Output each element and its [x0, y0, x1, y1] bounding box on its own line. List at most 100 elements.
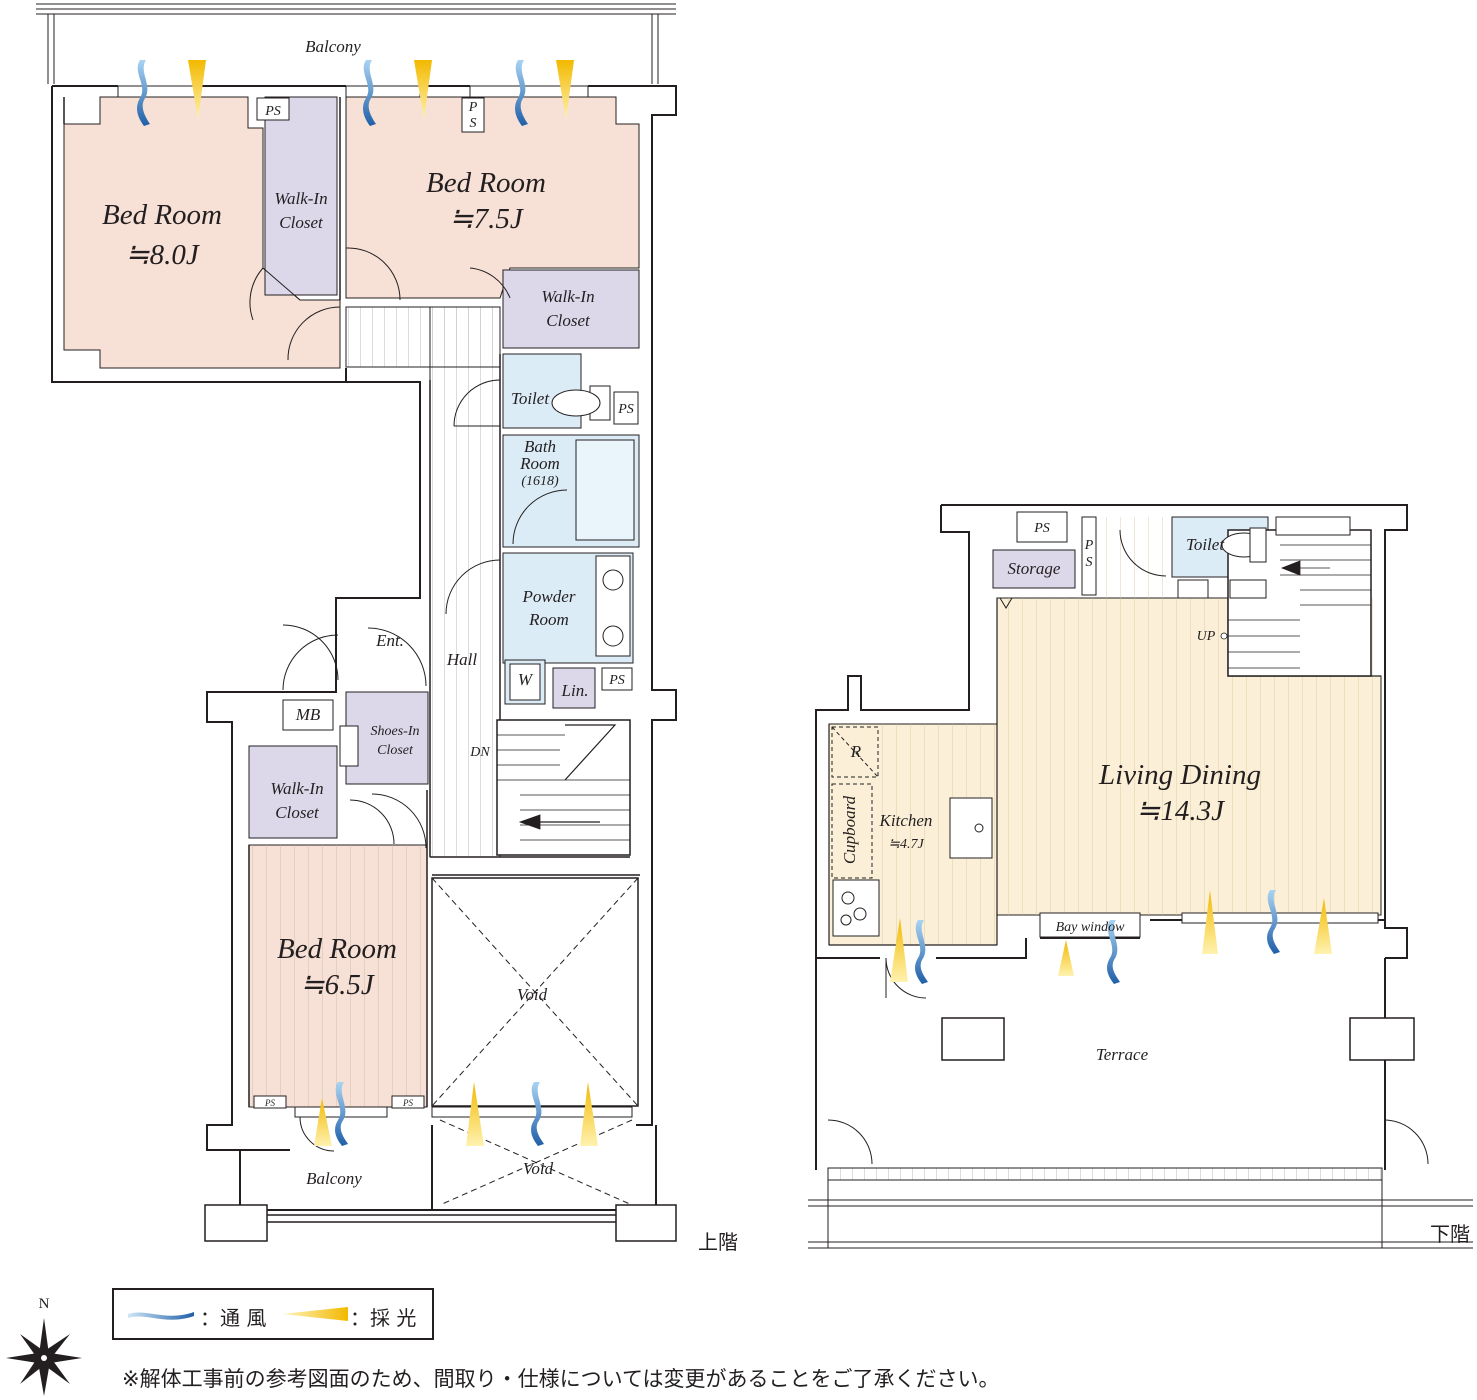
- ventilation-icon: [515, 60, 528, 126]
- ps-label: PS: [264, 104, 281, 119]
- daylight-icon: [282, 1307, 348, 1321]
- kitchen-size: ≒4.7J: [888, 837, 924, 852]
- legend-daylight-label: ：採 光: [350, 1306, 417, 1330]
- daylight-icons: [188, 60, 1332, 1146]
- lower-doors: [827, 529, 1429, 1165]
- bedroom-3-size: ≒6.5J: [300, 969, 375, 1001]
- bedroom-2-area: [345, 96, 640, 299]
- ps-label: S: [470, 116, 477, 131]
- daylight-icon: [1058, 940, 1074, 976]
- ps-label: S: [1086, 555, 1093, 570]
- powder-fixtures: [509, 555, 631, 701]
- wic-1-label: Walk-In: [274, 189, 327, 208]
- ventilation-icon: [531, 1082, 544, 1146]
- hall-lower: [1100, 517, 1170, 598]
- ventilation-icon: [915, 920, 928, 984]
- daylight-icon: [890, 918, 908, 982]
- wic-3-area: [248, 745, 338, 839]
- cupboard-label: Cupboard: [840, 795, 859, 864]
- daylight-icon: [314, 1098, 332, 1146]
- upper-floor-label: 上階: [698, 1230, 738, 1254]
- terrace-label: Terrace: [1096, 1045, 1149, 1064]
- upper-stairs: [497, 724, 630, 841]
- up-label: UP: [1197, 629, 1216, 644]
- lower-floor-label: 下階: [1430, 1222, 1470, 1246]
- bedroom-1-size: ≒8.0J: [125, 239, 200, 271]
- shoes-closet-area: [345, 691, 429, 785]
- linen-label: Lin.: [561, 681, 589, 700]
- terrace: [808, 1017, 1473, 1249]
- daylight-icon: [580, 1082, 598, 1146]
- void-label: Void: [517, 985, 548, 1004]
- void-label-2: Void: [523, 1159, 554, 1178]
- upper-ps-boxes: [253, 97, 639, 1109]
- wic-2-area: [502, 269, 640, 349]
- ventilation-icon: [137, 60, 150, 126]
- balcony-bottom-label: Balcony: [306, 1169, 362, 1188]
- compass-icon: N: [6, 1296, 82, 1396]
- upper-walls: [51, 85, 677, 1211]
- wic-3-label: Walk-In: [270, 779, 323, 798]
- ventilation-icon: [363, 60, 376, 126]
- daylight-icon: [466, 1082, 484, 1146]
- toilet-label: Toilet: [1186, 535, 1225, 554]
- stair-upper: [496, 719, 631, 856]
- ventilation-icon: [128, 1312, 194, 1320]
- bath-label-2: Room: [519, 454, 560, 473]
- down-label: DN: [469, 745, 490, 760]
- bay-window: [1039, 912, 1379, 938]
- bath-size-label: (1618): [521, 474, 559, 489]
- disclaimer-note: ※解体工事前の参考図面のため、間取り・仕様については変更があることをご了承くださ…: [122, 1367, 1000, 1391]
- upper-labels: Balcony Bed Room ≒8.0J Bed Room ≒7.5J Wa…: [102, 37, 634, 1188]
- ps-label: P: [1084, 538, 1094, 553]
- ps-label: P: [468, 100, 478, 115]
- ps-label: PS: [264, 1098, 275, 1108]
- linen-area: [552, 667, 596, 709]
- powder-label-2: Room: [528, 610, 569, 629]
- lower-labels: PS P S Storage Toilet UP R Cupboard Kitc…: [840, 521, 1261, 1064]
- kitchen-label: Kitchen: [879, 811, 933, 830]
- balcony-bottom-posts: [204, 1204, 677, 1242]
- daylight-icon: [556, 60, 574, 120]
- entrance-label: Ent.: [375, 631, 404, 650]
- bedroom-3-label: Bed Room: [277, 933, 397, 965]
- wic-1-area: [264, 96, 338, 296]
- ps-label: PS: [402, 1098, 413, 1108]
- daylight-icon: [188, 60, 206, 120]
- balcony-top-label: Balcony: [305, 37, 361, 56]
- shoes-closet-label-2: Closet: [377, 743, 414, 758]
- bedroom-2-label: Bed Room: [426, 167, 546, 199]
- kitchen-dashed: [831, 726, 879, 879]
- wic-1-label-2: Closet: [279, 213, 324, 232]
- bay-window-label: Bay window: [1056, 920, 1125, 935]
- bedroom-2-size: ≒7.5J: [449, 203, 524, 235]
- void-upper: [431, 877, 639, 1206]
- daylight-icon: [1202, 890, 1218, 954]
- ventilation-icon: [1107, 920, 1120, 984]
- bedroom-3-wood: [249, 845, 427, 1107]
- bathtub: [575, 439, 635, 541]
- living-label: Living Dining: [1098, 759, 1261, 791]
- powder-label: Powder: [522, 587, 576, 606]
- legend-ventilation-label: ：通 風: [200, 1306, 267, 1330]
- daylight-icon: [1314, 898, 1332, 954]
- north-label: N: [39, 1296, 50, 1312]
- hall-area: [429, 306, 501, 858]
- bedroom-1-label: Bed Room: [102, 199, 222, 231]
- storage-area: [992, 549, 1076, 589]
- wic-2-label-2: Closet: [546, 311, 591, 330]
- lower-floor: [808, 504, 1473, 1249]
- hall-upper: [345, 306, 501, 368]
- wic-2-label: Walk-In: [541, 287, 594, 306]
- lower-fixtures: [832, 511, 1351, 937]
- ventilation-icon: [1267, 890, 1280, 954]
- legend: ：通 風 ：採 光: [112, 1288, 434, 1340]
- storage-label: Storage: [1008, 559, 1061, 578]
- upper-inner-walls: [63, 97, 640, 1107]
- ps-label: PS: [608, 673, 625, 688]
- ps-label: PS: [617, 402, 634, 417]
- toilet-label: Toilet: [511, 389, 550, 408]
- refrigerator-label: R: [850, 742, 862, 761]
- shoes-closet-label: Shoes-In: [371, 724, 420, 739]
